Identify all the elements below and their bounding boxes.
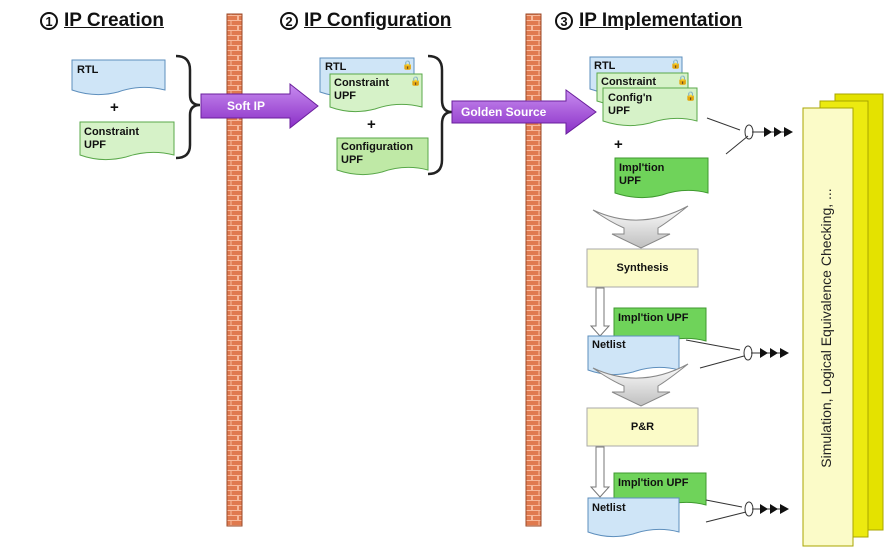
plus-stage1: + xyxy=(110,99,119,116)
pnr-label: P&R xyxy=(630,421,655,433)
constraint-upf-doc-stage1 xyxy=(79,121,175,161)
soft-ip-label: Soft IP xyxy=(227,99,265,113)
connector-1 xyxy=(706,117,790,155)
golden-source-label: Golden Source xyxy=(461,105,547,119)
down-arrow-synthesis xyxy=(589,287,611,337)
title-text-1: IP Creation xyxy=(64,10,164,31)
lock-icon-constraint-stage3: 🔒 xyxy=(677,75,689,85)
connector-2-arrowheads xyxy=(760,348,789,358)
configuration-upf-label-stage2: Configuration UPF xyxy=(341,141,414,166)
title-ip-implementation: 3 IP Implementation xyxy=(555,10,742,32)
impl-upf-doc-stage3 xyxy=(614,157,709,199)
plus-stage2: + xyxy=(367,116,376,133)
netlist-label-1: Netlist xyxy=(592,339,626,351)
down-arrow-pnr xyxy=(589,446,611,498)
configuration-upf-doc-stage2 xyxy=(336,137,429,176)
title-ip-configuration: 2 IP Configuration xyxy=(280,10,451,32)
constraint-upf-doc-stage2 xyxy=(329,73,423,113)
constraint-label-stage3: Constraint xyxy=(601,76,656,88)
golden-source-arrow xyxy=(451,89,597,135)
synthesis-box xyxy=(586,248,699,288)
title-text-3: IP Implementation xyxy=(579,10,743,31)
impl-upf-label-3: Impl'tion UPF xyxy=(618,477,689,489)
impl-upf-label-stage3: Impl'tion UPF xyxy=(619,162,665,187)
connector-1-arrowheads xyxy=(764,127,793,137)
verification-label: Simulation, Logical Equivalence Checking… xyxy=(818,188,834,468)
lock-icon-constraint-stage2: 🔒 xyxy=(410,76,422,86)
brick-wall-2 xyxy=(525,13,542,527)
config-upf-doc-stage3 xyxy=(602,87,698,127)
netlist-label-2: Netlist xyxy=(592,502,626,514)
soft-ip-arrow xyxy=(200,82,319,130)
netlist-doc-1 xyxy=(587,335,680,376)
lock-icon-rtl-stage3: 🔒 xyxy=(670,59,682,69)
synthesis-label: Synthesis xyxy=(616,262,669,274)
rtl-label-stage1: RTL xyxy=(77,64,99,76)
lock-icon-config-stage3: 🔒 xyxy=(685,91,697,101)
brace-stage2 xyxy=(427,54,453,176)
lock-icon-rtl-stage2: 🔒 xyxy=(402,60,414,70)
brick-wall-1 xyxy=(226,13,243,527)
impl-upf-label-2: Impl'tion UPF xyxy=(618,312,689,324)
plus-stage3: + xyxy=(614,136,623,153)
rtl-doc-stage1 xyxy=(71,59,166,96)
step-number-3: 3 xyxy=(555,12,573,30)
pnr-box xyxy=(586,407,699,447)
config-upf-label-stage3: Config'n UPF xyxy=(608,92,653,117)
connector-3-arrowheads xyxy=(760,504,789,514)
step-number-2: 2 xyxy=(280,12,298,30)
title-text-2: IP Configuration xyxy=(304,10,452,31)
brace-stage1 xyxy=(175,54,201,160)
rtl-label-stage3: RTL xyxy=(594,60,616,72)
funnel-arrow-2 xyxy=(592,363,689,407)
netlist-doc-2 xyxy=(587,497,680,538)
verification-stack-front xyxy=(802,107,854,547)
constraint-upf-label-stage2: Constraint UPF xyxy=(334,77,389,102)
step-number-1: 1 xyxy=(40,12,58,30)
constraint-upf-label-stage1: Constraint UPF xyxy=(84,126,139,151)
title-ip-creation: 1 IP Creation xyxy=(40,10,164,32)
funnel-arrow-1 xyxy=(592,205,689,249)
rtl-label-stage2: RTL xyxy=(325,61,347,73)
